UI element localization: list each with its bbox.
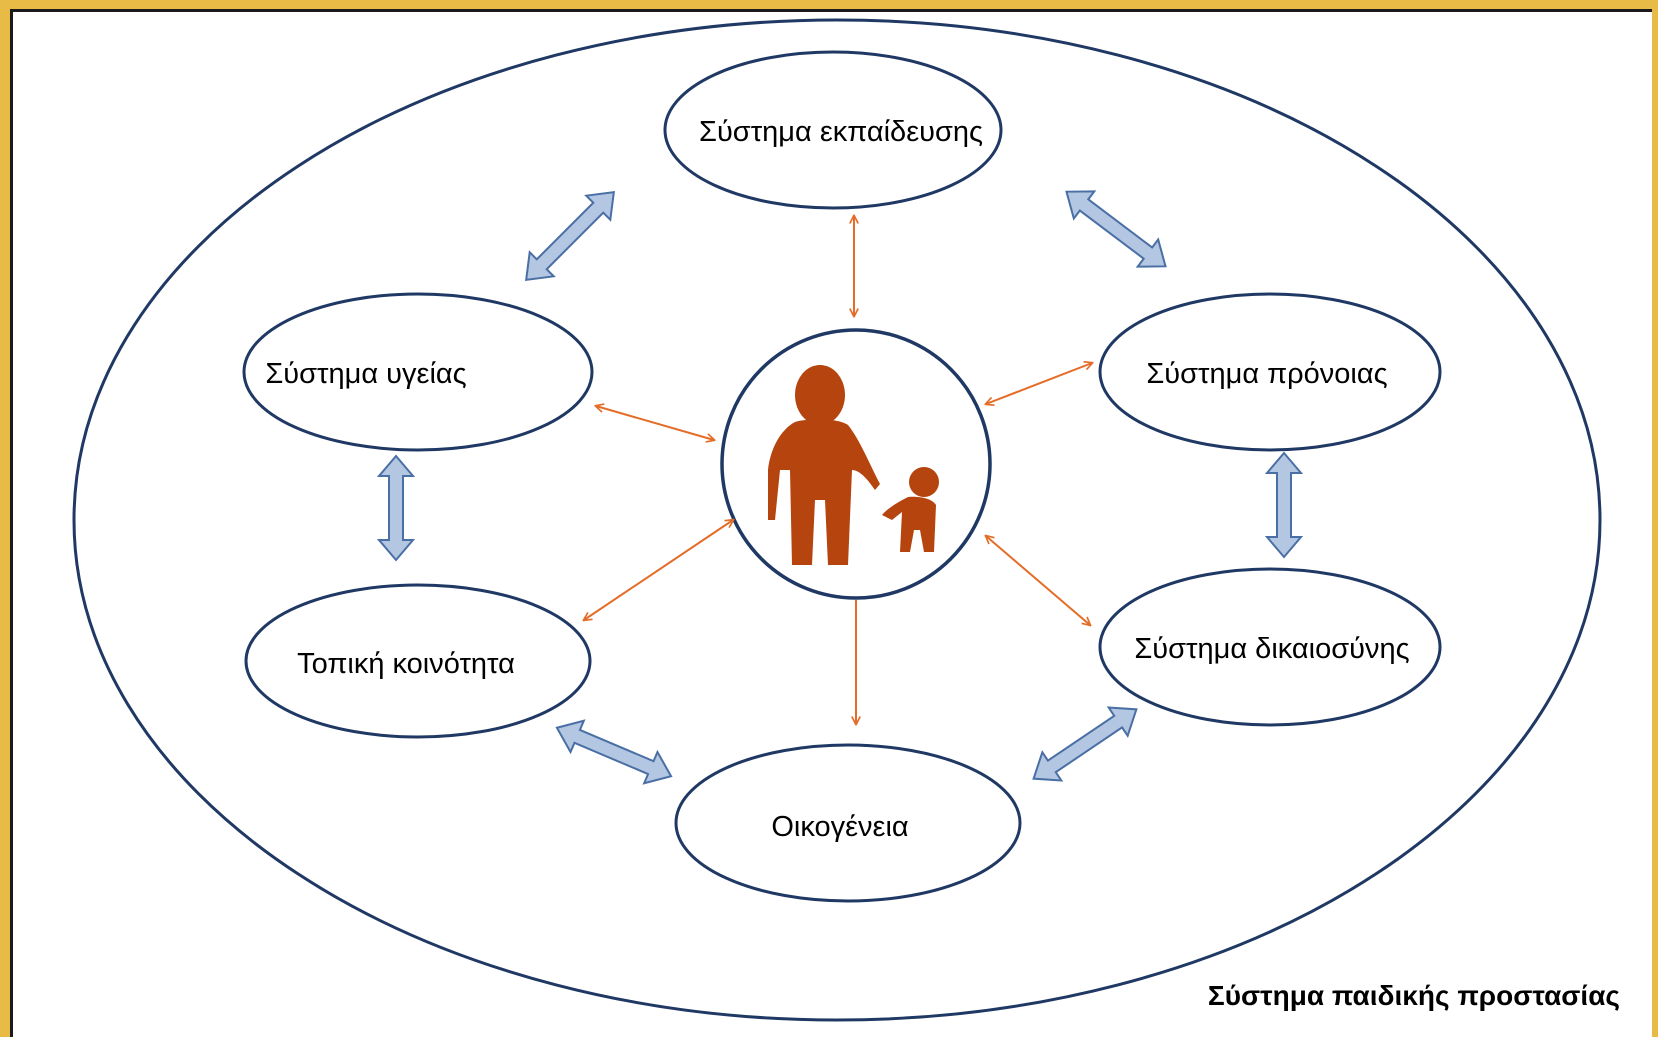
node-justice: Σύστημα δικαιοσύνης [1098, 567, 1442, 727]
arrow-center-health [596, 406, 714, 440]
node-welfare: Σύστημα πρόνοιας [1098, 292, 1442, 452]
block-arrow-family-justice [1032, 706, 1138, 782]
block-arrow-health-community [376, 454, 416, 562]
node-family: Οικογένεια [674, 743, 1022, 903]
node-health-label: Σύστημα υγείας [265, 358, 466, 390]
node-education: Σύστημα εκπαίδευσης [663, 50, 1003, 210]
block-arrow-welfare-justice [1264, 451, 1304, 559]
arrow-center-community [584, 520, 733, 620]
node-family-label: Οικογένεια [771, 811, 908, 843]
parent-child-silhouette-icon [768, 365, 939, 565]
node-justice-label: Σύστημα δικαιοσύνης [1134, 633, 1409, 665]
arrow-center-justice [986, 536, 1090, 625]
block-arrow-education-health [525, 191, 615, 281]
block-arrow-community-family [555, 719, 673, 785]
center-child-node [720, 328, 992, 600]
node-health: Σύστημα υγείας [242, 292, 594, 452]
outer-system-label: Σύστημα παιδικής προστασίας [1208, 980, 1620, 1011]
orange-connector-arrows [584, 216, 1092, 724]
node-community-label: Τοπική κοινότητα [297, 648, 515, 680]
node-education-label: Σύστημα εκπαίδευσης [699, 116, 983, 148]
node-welfare-label: Σύστημα πρόνοιας [1146, 358, 1387, 390]
outer-system-ellipse [72, 18, 1602, 1022]
node-community: Τοπική κοινότητα [244, 583, 592, 739]
block-arrow-education-welfare [1065, 190, 1167, 268]
arrow-center-welfare [986, 363, 1092, 404]
block-connector-arrows [376, 190, 1304, 785]
